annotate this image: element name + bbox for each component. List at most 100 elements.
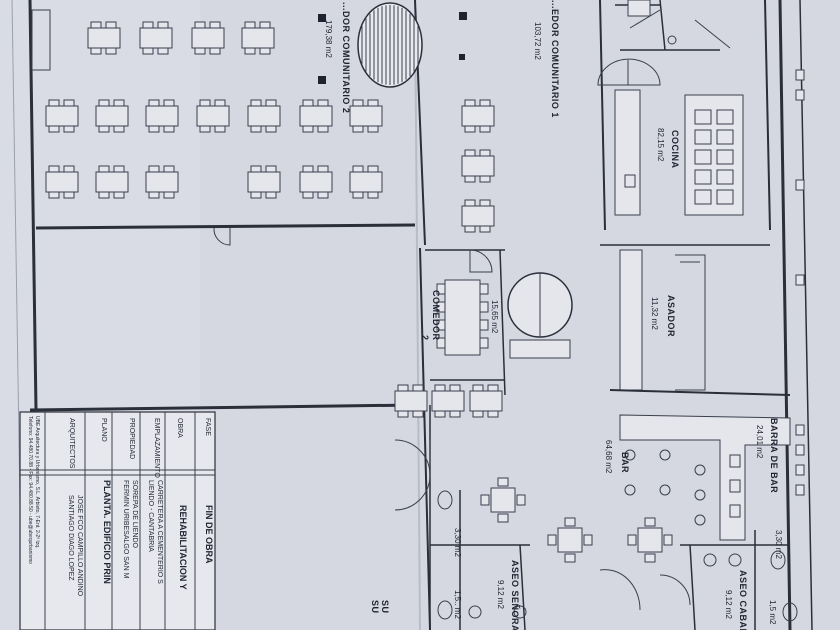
table — [145, 171, 179, 193]
chair — [497, 477, 509, 487]
wc-3-area: 1,5.. m2 — [453, 590, 462, 619]
chair — [547, 534, 557, 546]
chair — [259, 47, 271, 55]
arquitectos-label: ARQUITECTOS — [68, 418, 75, 469]
chair — [148, 191, 160, 199]
chair — [48, 99, 60, 107]
chair — [113, 165, 125, 173]
chair — [479, 301, 489, 313]
chair — [250, 99, 262, 107]
chair — [48, 165, 60, 173]
exterior-walls — [28, 0, 813, 630]
chair — [113, 125, 125, 133]
comedor-2-label-line1: COMEDOR — [431, 290, 441, 341]
chair — [250, 125, 262, 133]
chair — [209, 47, 221, 55]
kitchen-burner — [716, 189, 734, 205]
bar-cabinet — [729, 504, 741, 518]
kitchen-burner — [694, 149, 712, 165]
kitchen-burner — [716, 129, 734, 145]
title-block — [19, 411, 216, 630]
table — [95, 105, 129, 127]
kitchen-burner — [716, 169, 734, 185]
partial-label-su-2: SU — [370, 600, 380, 614]
chair — [464, 99, 476, 107]
chair — [90, 47, 102, 55]
emplazamiento-line2: LIENDO - CANTABRIA — [147, 480, 154, 552]
chair — [487, 410, 499, 418]
chair — [644, 553, 656, 563]
comedor-tables-middle — [45, 99, 383, 133]
wall-fixture — [795, 484, 805, 496]
chair — [317, 165, 329, 173]
chair — [367, 165, 379, 173]
plano-value: PLANTA. EDIFICIO PRIN — [102, 480, 112, 584]
table — [139, 27, 173, 49]
table — [87, 27, 121, 49]
table — [247, 171, 281, 193]
bar-stool — [624, 484, 636, 496]
wall-fixture — [795, 424, 805, 436]
chair — [157, 47, 169, 55]
chair — [464, 125, 476, 133]
toilet — [437, 490, 453, 510]
washbasin — [468, 605, 482, 619]
chair — [48, 191, 60, 199]
asador-room — [507, 244, 791, 396]
table — [95, 171, 129, 193]
chair — [317, 191, 329, 199]
wc-4-area: 1,5 m2 — [768, 600, 777, 625]
chair — [244, 21, 256, 29]
toilet — [770, 550, 786, 570]
comedor-2-label-line2: 2 — [420, 335, 430, 341]
propiedad-line2: FERMIN URIBESALGO SAN M — [122, 480, 129, 579]
chair — [105, 21, 117, 29]
chair — [63, 125, 75, 133]
cocina-area: 82,15 m2 — [656, 128, 665, 162]
comedor-comunitario-1-area: 103,72 m2 — [533, 22, 542, 60]
chair — [259, 21, 271, 29]
chair — [302, 165, 314, 173]
chair — [479, 99, 491, 107]
arquitectos-line2: SANTIAGO DIAGO LOPEZ — [67, 495, 74, 581]
wall-fixture — [795, 89, 805, 101]
bar-label: BAR — [620, 452, 630, 473]
bar-table — [637, 527, 663, 553]
firm-address-line2: Telefono: 94.480.70.88 - Fax: 94.480.88.… — [27, 416, 33, 564]
comedor-comunitario-2-label: ...DOR COMUNITARIO 2 — [341, 2, 351, 113]
barra-de-bar-label: BARRA DE BAR — [769, 418, 779, 493]
washbasin — [513, 605, 527, 619]
chair — [487, 384, 499, 392]
chair — [436, 283, 446, 295]
chair — [98, 191, 110, 199]
chair — [302, 191, 314, 199]
chair — [214, 99, 226, 107]
chair — [214, 125, 226, 133]
chair — [317, 125, 329, 133]
bar-stool — [624, 449, 636, 461]
table — [469, 390, 503, 412]
bar-stool — [694, 464, 706, 476]
bar-stool — [659, 484, 671, 496]
chair — [113, 99, 125, 107]
chair — [352, 125, 364, 133]
asador-label: ASADOR — [666, 295, 676, 337]
bar-stool — [694, 514, 706, 526]
chair — [479, 125, 491, 133]
bar-table — [557, 527, 583, 553]
table — [45, 105, 79, 127]
chair — [479, 175, 491, 183]
chair — [265, 191, 277, 199]
fase-value: FIN DE OBRA — [204, 505, 214, 564]
comedor-1-tables — [394, 99, 503, 418]
bar-cabinet — [729, 454, 741, 468]
chair — [98, 99, 110, 107]
chair — [199, 99, 211, 107]
table — [349, 105, 383, 127]
chair — [367, 125, 379, 133]
comedor-2-area: 15,65 m2 — [490, 300, 499, 334]
wc-1-area: 3,30 m2 — [453, 528, 462, 557]
chair — [244, 47, 256, 55]
comedor-tables-lower — [45, 165, 383, 199]
